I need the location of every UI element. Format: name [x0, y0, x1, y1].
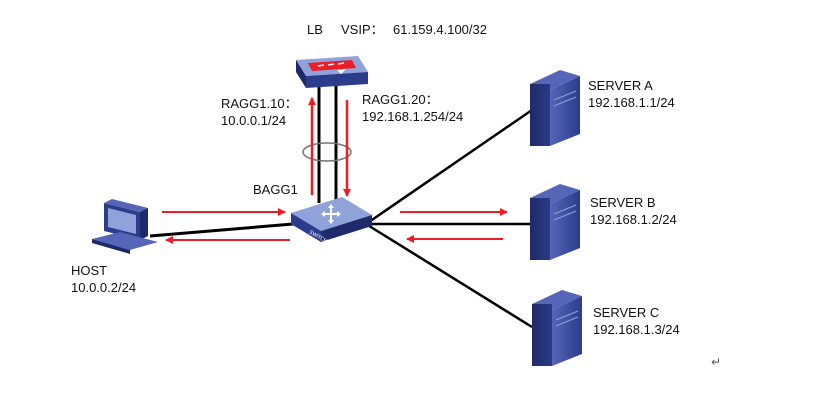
paragraph-mark: ↵ — [711, 355, 722, 369]
host-name: HOST — [71, 263, 108, 278]
server-a-ip: 192.168.1.1/24 — [588, 95, 675, 110]
links — [149, 85, 533, 329]
server-b-name: SERVER B — [590, 195, 656, 210]
ragg1-10-name: RAGG1.10： — [221, 96, 298, 111]
server-b-ip: 192.168.1.2/24 — [590, 212, 677, 227]
ragg1-20-name: RAGG1.20： — [362, 92, 439, 107]
link-switch-server-c — [365, 222, 533, 329]
aggregation-ring — [302, 142, 352, 162]
load-balancer-icon — [296, 56, 368, 88]
vsip-value: 61.159.4.100/32 — [393, 22, 487, 37]
server-a-name: SERVER A — [588, 78, 653, 93]
ragg1-10-ip: 10.0.0.1/24 — [221, 113, 287, 128]
host-ip: 10.0.0.2/24 — [71, 280, 137, 295]
server-c-name: SERVER C — [593, 305, 660, 320]
switch-icon: SWITCH — [291, 197, 372, 245]
lb-title: LB — [307, 22, 323, 37]
host-pc-icon — [92, 199, 158, 254]
traffic-arrows — [162, 97, 508, 244]
ragg1-20-ip: 192.168.1.254/24 — [362, 109, 464, 124]
link-switch-server-a — [365, 108, 533, 226]
bagg1-label: BAGG1 — [253, 182, 298, 197]
vsip-label: VSIP： — [341, 22, 384, 37]
server-c-icon — [532, 290, 582, 366]
server-c-ip: 192.168.1.3/24 — [593, 322, 680, 337]
server-b-icon — [530, 184, 580, 260]
link-host-switch — [149, 221, 306, 238]
server-a-icon — [530, 70, 580, 146]
